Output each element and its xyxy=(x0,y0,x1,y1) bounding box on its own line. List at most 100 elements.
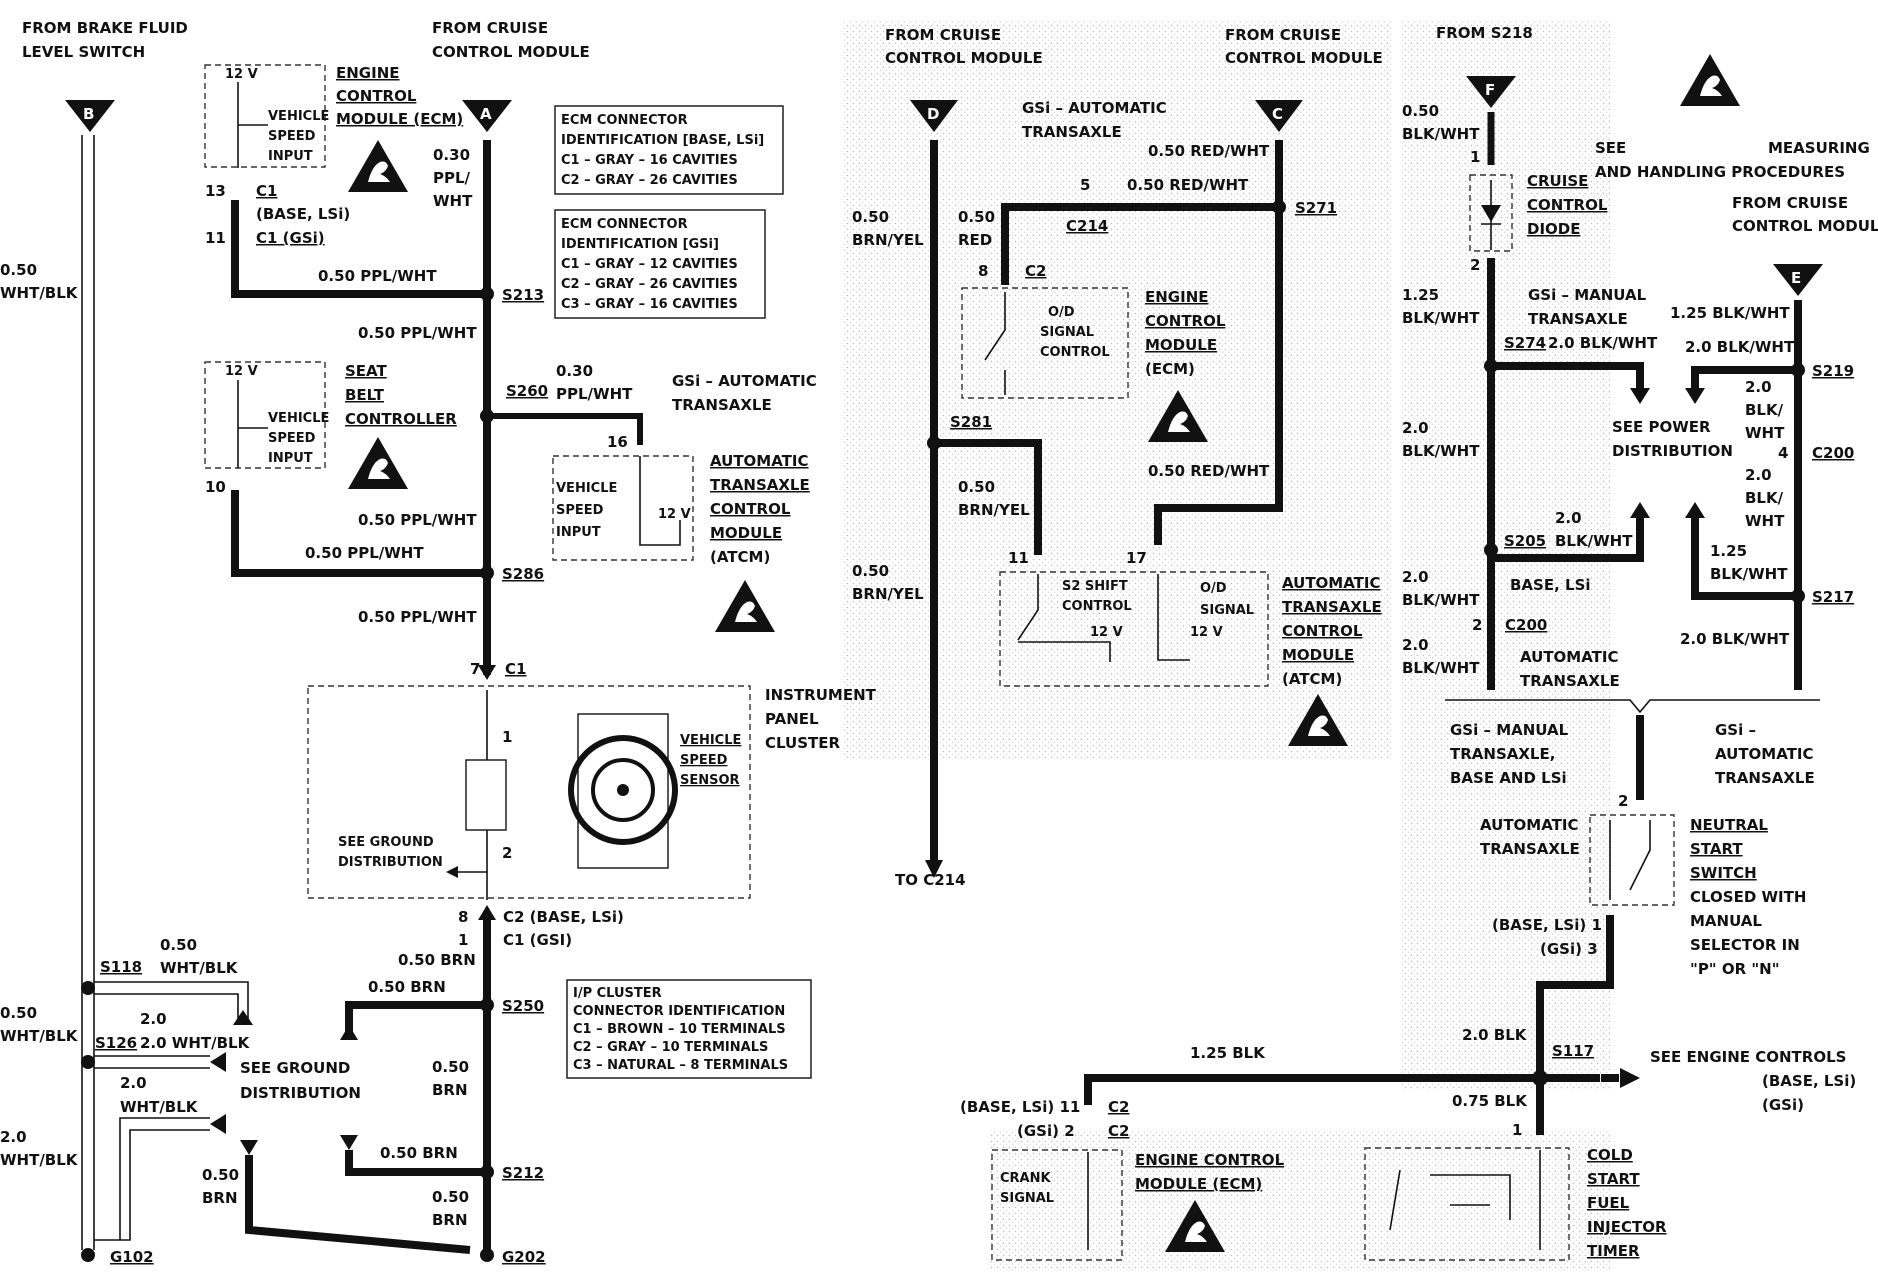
crank-1: CRANK xyxy=(1000,1171,1051,1186)
ecm-label-3: MODULE (ECM) xyxy=(336,110,463,128)
connector-c1-gsi: C1 (GSi) xyxy=(256,229,325,247)
mid-red-wht-2: 0.50 RED/WHT xyxy=(1127,176,1249,194)
wire-ppl-wht-2: 0.50 PPL/WHT xyxy=(358,324,477,342)
r-blk-075: 0.75 BLK xyxy=(1452,1092,1528,1110)
r-ecm-1: ENGINE CONTROL xyxy=(1135,1151,1285,1169)
wire-left-2-size: 2.0 xyxy=(0,1128,27,1146)
vss-sensor-1: VEHICLE xyxy=(680,733,741,748)
splice-s260-label: S260 xyxy=(506,382,548,400)
r-blk-wht-20-c3: WHT xyxy=(1745,424,1785,442)
mid-atcm-5: (ATCM) xyxy=(1282,670,1342,688)
splice-s126-label: S126 xyxy=(95,1034,137,1052)
ip-box-line-5: C3 – NATURAL – 8 TERMINALS xyxy=(573,1058,788,1073)
esd-icon xyxy=(348,437,408,489)
wire-s205-branch xyxy=(1491,515,1644,562)
wire-brn-5-color: BRN xyxy=(432,1211,468,1229)
see-label: SEE xyxy=(1595,139,1626,157)
r-gsi-auto2-2: AUTOMATIC xyxy=(1715,745,1814,763)
arrow-power-1 xyxy=(1630,388,1650,404)
ipc-label-1: INSTRUMENT xyxy=(765,686,877,704)
from-cruise-d-label: FROM CRUISE xyxy=(885,26,1001,44)
r-c200: C200 xyxy=(1812,444,1854,462)
ipc-pin-1: 1 xyxy=(502,728,512,746)
wire-brn-6-color: BRN xyxy=(202,1189,238,1207)
mid-red-color: RED xyxy=(958,231,992,249)
arrow-ground-1 xyxy=(340,1025,358,1040)
from-brake-fluid-label: FROM BRAKE FLUID xyxy=(22,19,188,37)
r-c2-2: C2 xyxy=(1108,1122,1129,1140)
wire-lower-color: WHT/BLK xyxy=(120,1098,199,1116)
connector-b-label: B xyxy=(83,105,94,123)
atcm-vss-2: SPEED xyxy=(556,503,604,518)
seat-belt-box xyxy=(204,361,326,469)
ip-box-line-1: I/P CLUSTER xyxy=(573,986,662,1001)
ground-g102 xyxy=(81,1248,95,1262)
vss-center xyxy=(617,784,629,796)
r-blk-wht-20-b: 2.0 BLK/WHT xyxy=(1685,338,1795,356)
wire-s118-branch xyxy=(94,981,249,1025)
wire-s126-size: 2.0 xyxy=(140,1010,167,1028)
mid-pin-17: 17 xyxy=(1126,549,1147,567)
measuring-label: MEASURING xyxy=(1768,139,1870,157)
wire-brn-4: 0.50 BRN xyxy=(380,1144,458,1162)
r-pin-1: 1 xyxy=(1470,148,1480,166)
connector-c1: C1 xyxy=(256,182,277,200)
ecm-box-mid xyxy=(961,287,1129,399)
ip-box-line-4: C2 – GRAY – 10 TERMINALS xyxy=(573,1040,768,1055)
r-gsi-3: (GSi) 3 xyxy=(1540,940,1598,958)
mid-ecm-1: ENGINE xyxy=(1145,288,1209,306)
wire-s212-ground xyxy=(345,1150,487,1176)
arrow-lower xyxy=(210,1114,226,1134)
r-blk-wht-20-c2: BLK/ xyxy=(1745,401,1784,419)
pin-8: 8 xyxy=(458,908,468,926)
ecm-gsi-line-3: C1 – GRAY – 12 CAVITIES xyxy=(561,257,738,272)
connector-d xyxy=(910,100,958,132)
r-auto-trans2-2: TRANSAXLE xyxy=(1480,840,1580,858)
r-pin-1b: 1 xyxy=(1512,1121,1522,1139)
od-signal-1: O/D xyxy=(1200,581,1227,596)
seat-internal-wire xyxy=(237,380,268,468)
from-cruise-a-label-2: CONTROL MODULE xyxy=(432,43,590,61)
merge-brace xyxy=(1445,699,1820,714)
ipc-see-ground-2: DISTRIBUTION xyxy=(338,855,443,870)
from-cruise-e-label-2: CONTROL MODULE xyxy=(1732,217,1878,235)
mid-pin-8: 8 xyxy=(978,262,988,280)
wire-ppl-wht-3: 0.50 PPL/WHT xyxy=(358,511,477,529)
splice-s212-label: S212 xyxy=(502,1164,544,1182)
mid-c214: C214 xyxy=(1066,217,1108,235)
r-gsi-auto2-1: GSi – xyxy=(1715,721,1756,739)
splice-s213 xyxy=(480,287,494,301)
pin-7: 7 xyxy=(470,660,480,678)
neutral-1: NEUTRAL xyxy=(1690,816,1768,834)
atcm-mid-od xyxy=(1157,574,1190,661)
r-blk-wht-20-d-size: 2.0 xyxy=(1402,419,1429,437)
wire-ppl-wht-5: 0.50 PPL/WHT xyxy=(358,608,477,626)
splice-s274-label: S274 xyxy=(1504,334,1546,352)
cold-3: FUEL xyxy=(1587,1194,1630,1212)
splice-s281-label: S281 xyxy=(950,413,992,431)
from-cruise-c-label-2: CONTROL MODULE xyxy=(1225,49,1383,67)
wire-blk-horizontal xyxy=(1084,1074,1600,1105)
r-blk-wht-20-c4: 2.0 xyxy=(1745,466,1772,484)
wire-a-color: PPL/ xyxy=(433,169,471,187)
base-lsi-label: (BASE, LSi) xyxy=(256,205,350,223)
r-base-lsi-11: (BASE, LSi) 11 xyxy=(960,1098,1080,1116)
arrow-s205 xyxy=(1630,502,1650,518)
arrow-to-c214 xyxy=(925,860,943,878)
vss-sensor-3: SENSOR xyxy=(680,773,740,788)
connector-a xyxy=(462,100,512,132)
seat-vss-3: INPUT xyxy=(268,451,313,466)
diode-line xyxy=(1481,180,1501,250)
mid-12v-2: 12 V xyxy=(1190,625,1223,640)
see-engine-2: (BASE, LSi) xyxy=(1762,1072,1856,1090)
r-ecm-2: MODULE (ECM) xyxy=(1135,1175,1262,1193)
r-gsi-auto2-3: TRANSAXLE xyxy=(1715,769,1815,787)
seat-belt-label-2: BELT xyxy=(345,386,385,404)
neutral-switch-contact xyxy=(1609,820,1651,900)
splice-s118 xyxy=(81,981,95,995)
cruise-diode-1: CRUISE xyxy=(1527,172,1588,190)
wire-s219-power xyxy=(1691,366,1798,390)
atcm-mid-switch xyxy=(1017,574,1111,662)
r-c2-1: C2 xyxy=(1108,1098,1129,1116)
